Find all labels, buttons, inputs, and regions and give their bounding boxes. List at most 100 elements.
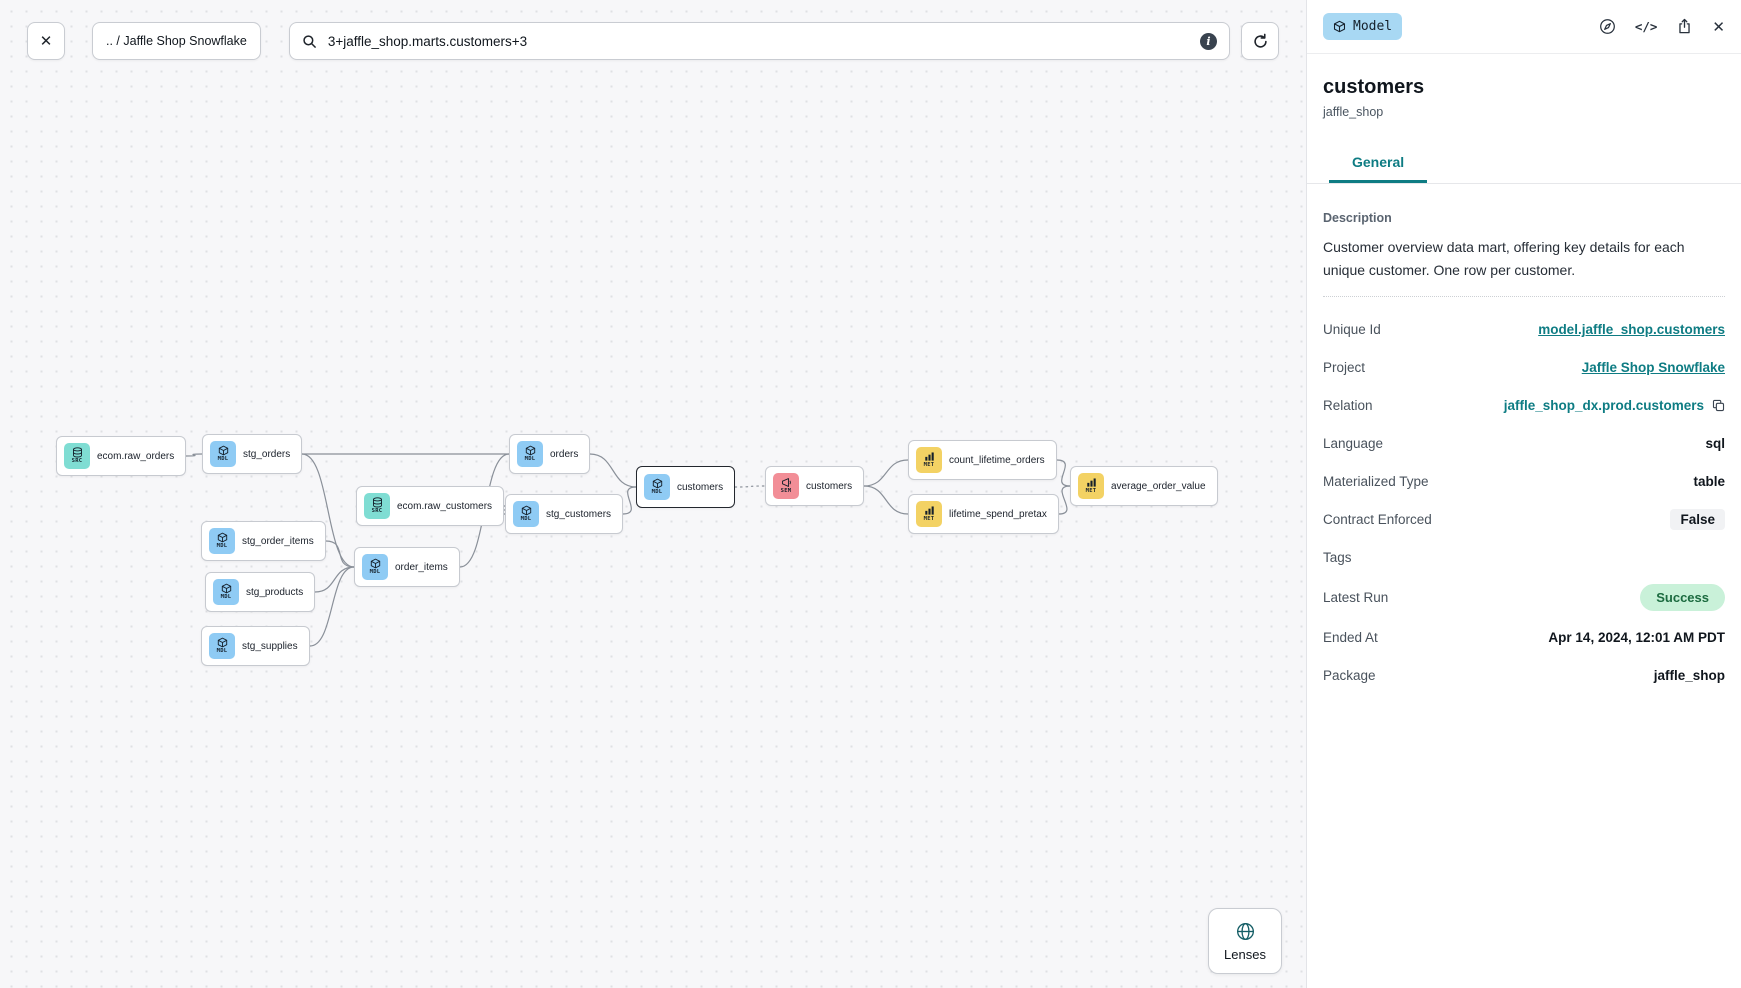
edge-ecom_raw_orders-to-stg_orders xyxy=(185,453,203,457)
tab-general[interactable]: General xyxy=(1329,146,1428,183)
close-lineage-button[interactable]: ✕ xyxy=(27,22,65,60)
lenses-label: Lenses xyxy=(1224,946,1266,962)
node-label: stg_supplies xyxy=(242,640,298,652)
field-value-wrap: Apr 14, 2024, 12:01 AM PDT xyxy=(1548,630,1725,645)
dag-node-stg_supplies[interactable]: MDL stg_supplies xyxy=(201,626,310,666)
panel-header: Model </> ✕ xyxy=(1307,0,1741,54)
node-label: customers xyxy=(677,481,724,493)
field-value: jaffle_shop xyxy=(1653,668,1725,684)
field-value-wrap: jaffle_shop_dx.prod.customers xyxy=(1504,398,1725,413)
lenses-button[interactable]: Lenses xyxy=(1208,908,1282,974)
node-label: average_order_value xyxy=(1111,480,1206,492)
lineage-edges xyxy=(185,453,1071,647)
field-value: False xyxy=(1670,509,1725,531)
breadcrumb[interactable]: .. / Jaffle Shop Snowflake xyxy=(92,22,261,60)
edge-customers-to-customers_sem xyxy=(734,485,766,488)
field-row-relation: Relation jaffle_shop_dx.prod.customers xyxy=(1323,394,1725,417)
cube-icon: MDL xyxy=(209,633,235,659)
globe-icon xyxy=(1235,921,1256,942)
field-value: Success xyxy=(1640,584,1725,612)
field-row-project: Project Jaffle Shop Snowflake xyxy=(1323,356,1725,379)
field-value-link[interactable]: model.jaffle_shop.customers xyxy=(1538,322,1725,338)
edge-stg_products-to-order_items xyxy=(314,566,355,593)
divider xyxy=(1323,296,1725,298)
field-label: Contract Enforced xyxy=(1323,512,1432,528)
close-icon: ✕ xyxy=(1712,18,1725,36)
cube-icon: MDL xyxy=(213,579,239,605)
edge-stg_order_items-to-order_items xyxy=(325,540,355,568)
node-label: count_lifetime_orders xyxy=(949,454,1045,466)
field-value: jaffle_shop_dx.prod.customers xyxy=(1503,398,1704,414)
field-label: Unique Id xyxy=(1323,322,1381,338)
cube-icon: MDL xyxy=(209,528,235,554)
field-row-contract-enforced: Contract Enforced False xyxy=(1323,508,1725,531)
database-icon: SRC xyxy=(364,493,390,519)
edge-count_lifetime_orders-to-average_order_value xyxy=(1056,459,1071,487)
close-icon: ✕ xyxy=(39,33,53,50)
field-row-language: Language sql xyxy=(1323,432,1725,455)
edge-customers_sem-to-count_lifetime_orders xyxy=(863,459,909,487)
field-value-link[interactable]: Jaffle Shop Snowflake xyxy=(1581,360,1725,376)
field-label: Relation xyxy=(1323,398,1373,414)
model-badge: Model xyxy=(1323,13,1403,40)
edge-orders-to-customers xyxy=(589,453,637,488)
detail-panel: Model </> ✕ xyxy=(1306,0,1741,988)
edge-stg_orders-to-order_items xyxy=(301,453,355,568)
edge-lifetime_spend_pretax-to-average_order_value xyxy=(1058,485,1071,515)
node-label: ecom.raw_customers xyxy=(397,500,493,512)
view-code-button[interactable]: </> xyxy=(1635,19,1658,34)
dag-node-stg_products[interactable]: MDL stg_products xyxy=(205,572,316,612)
node-label: stg_orders xyxy=(243,448,291,460)
edge-stg_customers-to-customers xyxy=(622,486,637,515)
close-panel-button[interactable]: ✕ xyxy=(1712,18,1725,36)
field-label: Latest Run xyxy=(1323,590,1389,606)
model-title: customers xyxy=(1323,76,1425,98)
cube-icon: MDL xyxy=(362,554,388,580)
dag-node-order_items[interactable]: MDL order_items xyxy=(354,547,460,587)
field-label: Tags xyxy=(1323,550,1352,566)
field-label: Language xyxy=(1323,436,1384,452)
field-row-tags: Tags xyxy=(1323,546,1725,569)
description-text: Customer overview data mart, offering ke… xyxy=(1323,239,1685,278)
dag-node-ecom_raw_orders[interactable]: SRC ecom.raw_orders xyxy=(56,436,187,476)
field-label: Project xyxy=(1323,360,1366,376)
field-row-package: Package jaffle_shop xyxy=(1323,664,1725,687)
share-button[interactable] xyxy=(1676,18,1693,35)
dag-node-ecom_raw_customers[interactable]: SRC ecom.raw_customers xyxy=(356,486,505,526)
bar-chart-icon: MET xyxy=(1078,473,1104,499)
dag-node-customers[interactable]: MDL customers xyxy=(636,466,736,508)
database-icon: SRC xyxy=(64,443,90,469)
copy-icon[interactable] xyxy=(1712,399,1725,412)
cube-icon: MDL xyxy=(644,474,670,500)
field-value: sql xyxy=(1705,436,1725,452)
refresh-icon xyxy=(1252,33,1269,50)
lineage-toolbar: ✕ .. / Jaffle Shop Snowflake i xyxy=(27,22,1279,60)
panel-tabs: General xyxy=(1307,146,1741,184)
field-value-wrap: Jaffle Shop Snowflake xyxy=(1582,360,1725,375)
field-value-wrap: sql xyxy=(1705,436,1725,451)
field-label: Materialized Type xyxy=(1323,474,1429,490)
compass-icon xyxy=(1599,18,1616,35)
field-label: Ended At xyxy=(1323,630,1378,646)
field-row-materialized-type: Materialized Type table xyxy=(1323,470,1725,493)
search-input[interactable] xyxy=(325,32,1191,50)
info-icon[interactable]: i xyxy=(1200,32,1217,50)
code-icon: </> xyxy=(1634,19,1658,34)
explore-button[interactable] xyxy=(1599,18,1616,35)
node-label: order_items xyxy=(395,561,448,573)
share-icon xyxy=(1676,18,1693,35)
node-label: stg_products xyxy=(246,586,304,598)
cube-icon: MDL xyxy=(513,501,539,527)
refresh-button[interactable] xyxy=(1241,22,1279,60)
node-label: ecom.raw_orders xyxy=(97,450,175,462)
dag-node-average_order_value[interactable]: MET average_order_value xyxy=(1070,466,1218,506)
panel-body: customers jaffle_shop General Descriptio… xyxy=(1307,54,1741,988)
